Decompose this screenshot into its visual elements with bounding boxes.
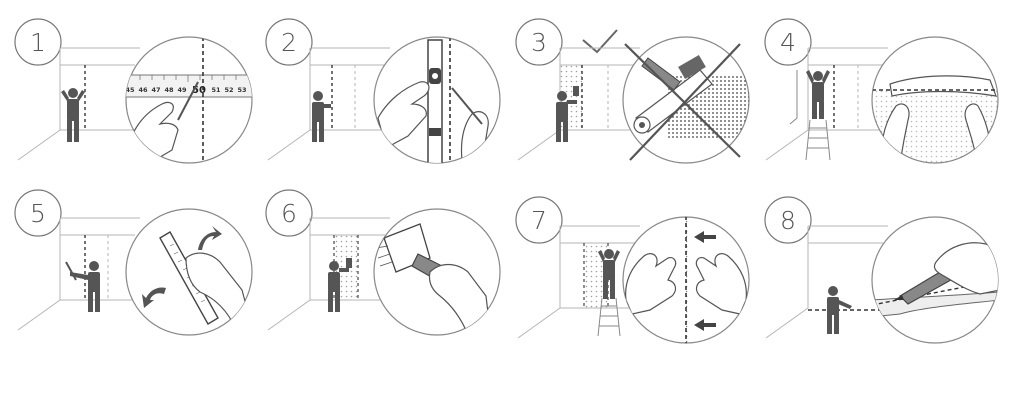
detail-circle bbox=[373, 36, 501, 164]
detail-circle bbox=[871, 36, 999, 164]
step-4: 4 bbox=[764, 18, 999, 164]
hand-icon bbox=[428, 263, 491, 335]
step-number: 7 bbox=[531, 206, 547, 235]
wallpaper-strip-hanging bbox=[789, 70, 798, 125]
worker-figure bbox=[598, 249, 620, 299]
step-number-badge: 2 bbox=[265, 18, 313, 66]
ruler-label: 52 bbox=[224, 86, 233, 94]
step-number-badge: 6 bbox=[265, 189, 313, 237]
arrow-left-icon bbox=[694, 231, 716, 243]
ladder-icon bbox=[597, 297, 621, 337]
cross-out-icon bbox=[624, 43, 741, 161]
detail-circle bbox=[373, 208, 501, 336]
detail-circle bbox=[871, 216, 999, 344]
worker-figure bbox=[328, 258, 352, 312]
step-number: 4 bbox=[780, 28, 796, 57]
ruler-label: 53 bbox=[237, 86, 246, 94]
ruler-label: 48 bbox=[164, 86, 174, 94]
check-icon bbox=[582, 29, 618, 54]
step-8: 8 bbox=[764, 196, 999, 344]
detail-circle: 45 46 47 48 49 50 51 52 53 bbox=[125, 36, 253, 164]
ruler-label: 51 bbox=[211, 86, 221, 94]
step-number: 1 bbox=[30, 28, 46, 57]
ruler-label: 47 bbox=[151, 86, 160, 94]
step-1: 1 bbox=[14, 18, 253, 164]
worker-figure bbox=[827, 286, 852, 334]
spirit-level bbox=[427, 39, 443, 163]
worker-figure bbox=[312, 91, 331, 142]
arrow-left-icon bbox=[694, 319, 716, 331]
room-outline bbox=[765, 225, 888, 339]
worker-figure bbox=[65, 261, 100, 312]
step-number: 8 bbox=[780, 206, 796, 235]
hand-icon bbox=[377, 81, 430, 149]
step-number-badge: 4 bbox=[764, 18, 812, 66]
ruler-label: 49 bbox=[177, 86, 187, 94]
step-number: 3 bbox=[531, 28, 547, 57]
step-5: 5 bbox=[14, 189, 253, 336]
ladder-icon bbox=[805, 119, 831, 161]
step-3: 3 bbox=[515, 18, 750, 164]
ruler-label: 46 bbox=[138, 86, 148, 94]
ruler-label: 45 bbox=[125, 86, 135, 94]
curved-arrow-icon bbox=[142, 287, 166, 308]
step-number: 2 bbox=[281, 28, 297, 57]
hand-icon bbox=[695, 253, 747, 315]
detail-circle bbox=[125, 208, 253, 336]
ruler-label-highlight: 50 bbox=[192, 85, 206, 96]
room-outline bbox=[17, 47, 140, 161]
pencil-icon bbox=[177, 81, 199, 121]
step-6: 6 bbox=[265, 189, 501, 336]
hand-icon bbox=[625, 253, 677, 315]
step-number: 5 bbox=[30, 199, 46, 228]
step-number: 6 bbox=[281, 199, 297, 228]
worker-figure bbox=[61, 88, 85, 142]
worker-figure bbox=[806, 70, 830, 119]
worker-figure bbox=[556, 86, 579, 142]
room-outline bbox=[267, 47, 390, 161]
room-outline bbox=[17, 217, 140, 331]
pencil-icon bbox=[451, 87, 483, 125]
step-number-badge: 8 bbox=[764, 196, 812, 244]
step-7: 7 bbox=[515, 196, 750, 344]
step-2: 2 bbox=[265, 18, 501, 164]
step-number-badge: 5 bbox=[14, 189, 62, 237]
detail-circle bbox=[622, 216, 750, 344]
hand-icon bbox=[185, 252, 251, 331]
detail-circle bbox=[622, 36, 750, 164]
hand-icon bbox=[933, 242, 998, 295]
wallpaper-sheet bbox=[889, 75, 997, 97]
curved-arrow-icon bbox=[198, 226, 222, 250]
step-number-badge: 7 bbox=[515, 196, 563, 244]
step-number-badge: 1 bbox=[14, 18, 62, 66]
step-number-badge: 3 bbox=[515, 18, 563, 66]
